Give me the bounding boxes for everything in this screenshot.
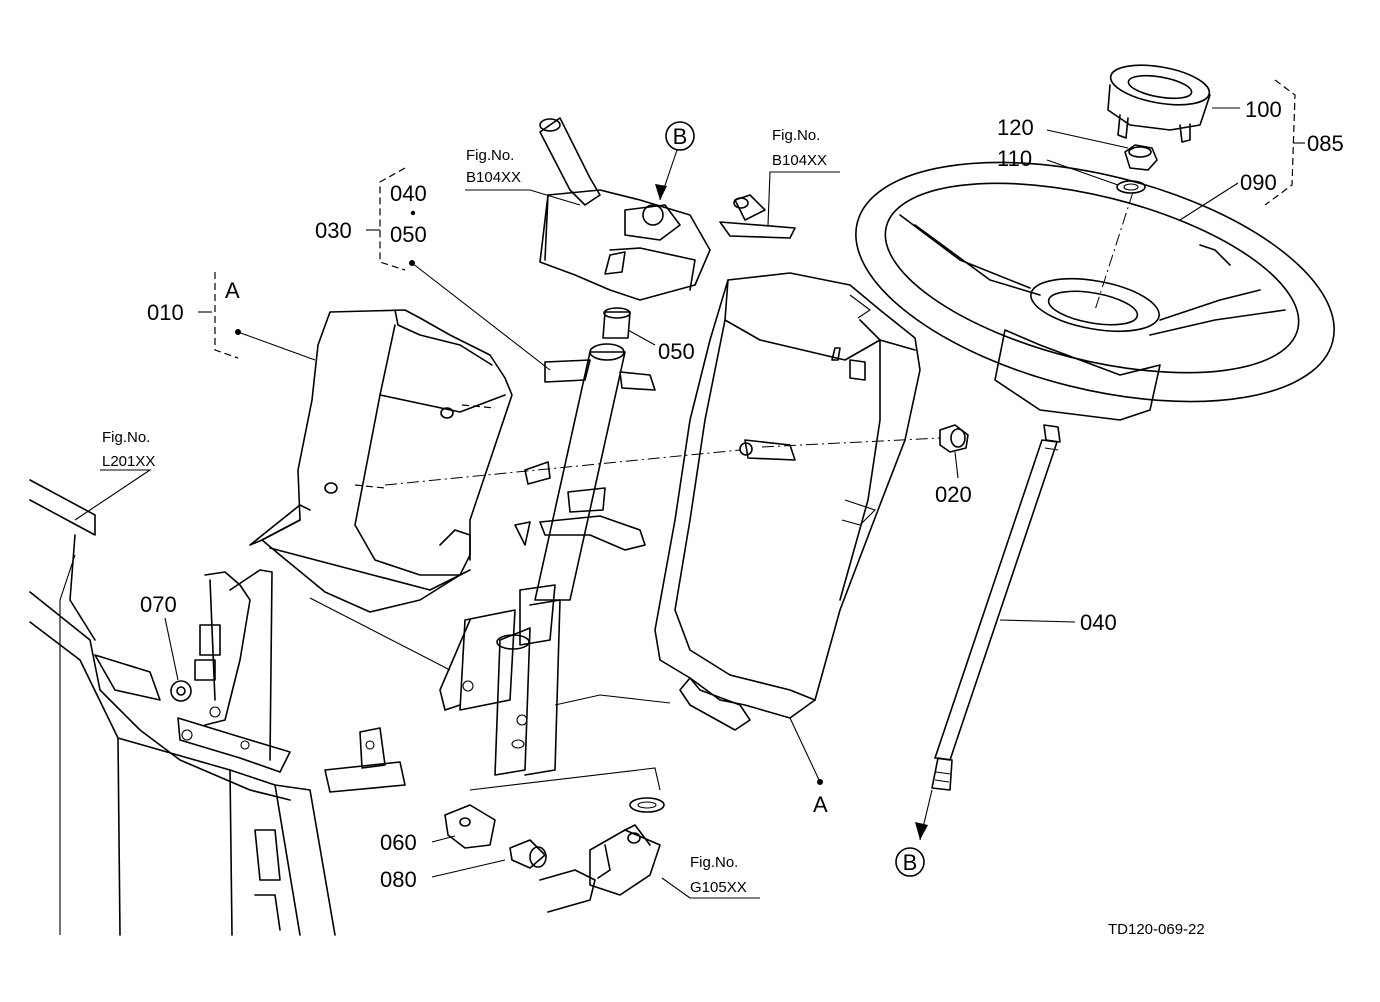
combination-switch-drawing <box>539 117 711 301</box>
marker-b-top: B <box>665 121 695 151</box>
marker-a-left: A <box>225 278 240 303</box>
washer-drawing <box>1116 180 1146 194</box>
left-column-cover-drawing <box>249 309 513 613</box>
callout-010: 010 <box>147 300 184 325</box>
callout-020: 020 <box>935 482 972 507</box>
fig-ref-left: L201XX <box>102 453 155 470</box>
callout-050-group: 050 <box>390 222 427 247</box>
marker-a-bottom: A <box>813 792 828 817</box>
callout-100: 100 <box>1245 97 1282 122</box>
leader-lines <box>74 79 1305 899</box>
marker-b-top-label: B <box>673 124 688 149</box>
drawing-id: TD120-069-22 <box>1108 921 1205 938</box>
fig-ref-top-right: B104XX <box>772 152 827 169</box>
horn-button-drawing <box>1107 64 1211 143</box>
callout-090: 090 <box>1240 170 1277 195</box>
callout-040-group: 040 <box>390 181 427 206</box>
arrow-heads <box>655 184 928 840</box>
figure-references: Fig.No. B104XX Fig.No. B104XX Fig.No. L2… <box>102 127 827 896</box>
fig-ref-bottom: G105XX <box>690 879 747 896</box>
fig-ref-top-left: B104XX <box>466 169 521 186</box>
fig-label-top-left: Fig.No. <box>466 147 514 164</box>
steering-wheel-drawing <box>855 161 1335 421</box>
fig-label-bottom: Fig.No. <box>690 854 738 871</box>
callout-050: 050 <box>658 339 695 364</box>
right-column-cover-drawing <box>654 272 921 731</box>
dot-markers <box>235 210 823 785</box>
fig-label-top-right: Fig.No. <box>772 127 820 144</box>
nut-drawing <box>1124 144 1158 171</box>
fig-label-left: Fig.No. <box>102 429 150 446</box>
steering-column-drawing <box>439 307 656 869</box>
callout-060: 060 <box>380 830 417 855</box>
universal-joint-drawing <box>539 797 665 913</box>
callout-070: 070 <box>140 592 177 617</box>
marker-b-bottom-label: B <box>903 850 918 875</box>
steering-shaft-drawing <box>931 424 1061 791</box>
connector-clip-drawing <box>719 194 796 239</box>
part-callouts: 010 A 030 040 050 050 020 040 070 060 08… <box>140 97 1344 892</box>
callout-110: 110 <box>997 146 1032 171</box>
marker-b-bottom: B <box>895 847 925 877</box>
callout-030: 030 <box>315 218 352 243</box>
callout-085: 085 <box>1307 131 1344 156</box>
callout-120: 120 <box>997 115 1034 140</box>
bolt-020-drawing <box>939 424 969 453</box>
callout-040: 040 <box>1080 610 1117 635</box>
dash-frame-drawing <box>29 479 406 936</box>
callout-080: 080 <box>380 867 417 892</box>
